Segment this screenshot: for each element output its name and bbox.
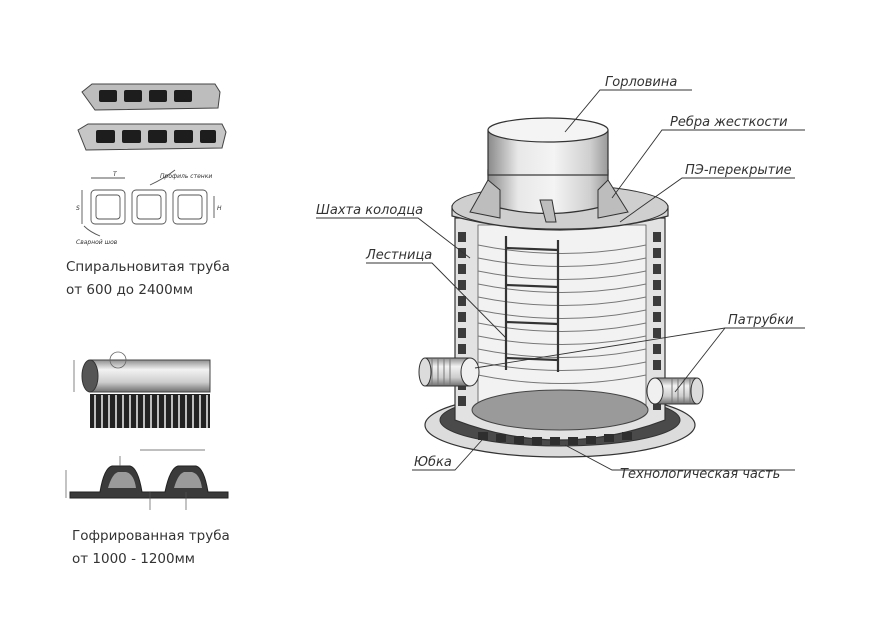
label-ladder: Лестница	[365, 248, 432, 263]
leader-lines	[316, 89, 805, 471]
dim-h-label: H	[217, 205, 222, 212]
spiral-caption-line2: от 600 до 2400мм	[66, 282, 194, 298]
label-ribs: Ребра жесткости	[670, 115, 788, 130]
spiral-caption-line1: Спиральновитая труба	[66, 259, 230, 275]
label-pe-cover: ПЭ-перекрытие	[685, 163, 792, 178]
spiral-caption: Спиральновитая труба от 600 до 2400мм	[66, 256, 230, 302]
corrugated-profile-drawing	[65, 449, 229, 510]
dim-s-label: S	[76, 205, 80, 212]
label-skirt: Юбка	[414, 455, 452, 470]
label-neck: Горловина	[605, 75, 677, 90]
corrugated-pipe-3d	[73, 351, 211, 428]
label-tech-part: Технологическая часть	[620, 467, 780, 482]
corrugated-caption: Гофрированная труба от 1000 - 1200мм	[72, 525, 230, 571]
well-illustration	[418, 117, 704, 458]
spiral-profile-3d	[77, 83, 227, 151]
nozzle-right	[646, 377, 704, 405]
weld-seam-label: Сварной шов	[76, 239, 118, 246]
label-shaft: Шахта колодца	[316, 203, 423, 218]
corrugated-caption-line1: Гофрированная труба	[72, 528, 230, 544]
spiral-profile-drawing	[81, 169, 215, 237]
label-nozzles: Патрубки	[728, 313, 794, 328]
corrugated-caption-line2: от 1000 - 1200мм	[72, 551, 195, 567]
nozzle-left	[418, 357, 480, 387]
profile-wall-label: Профиль стенки	[160, 173, 212, 180]
dim-t-label: T	[113, 171, 118, 178]
